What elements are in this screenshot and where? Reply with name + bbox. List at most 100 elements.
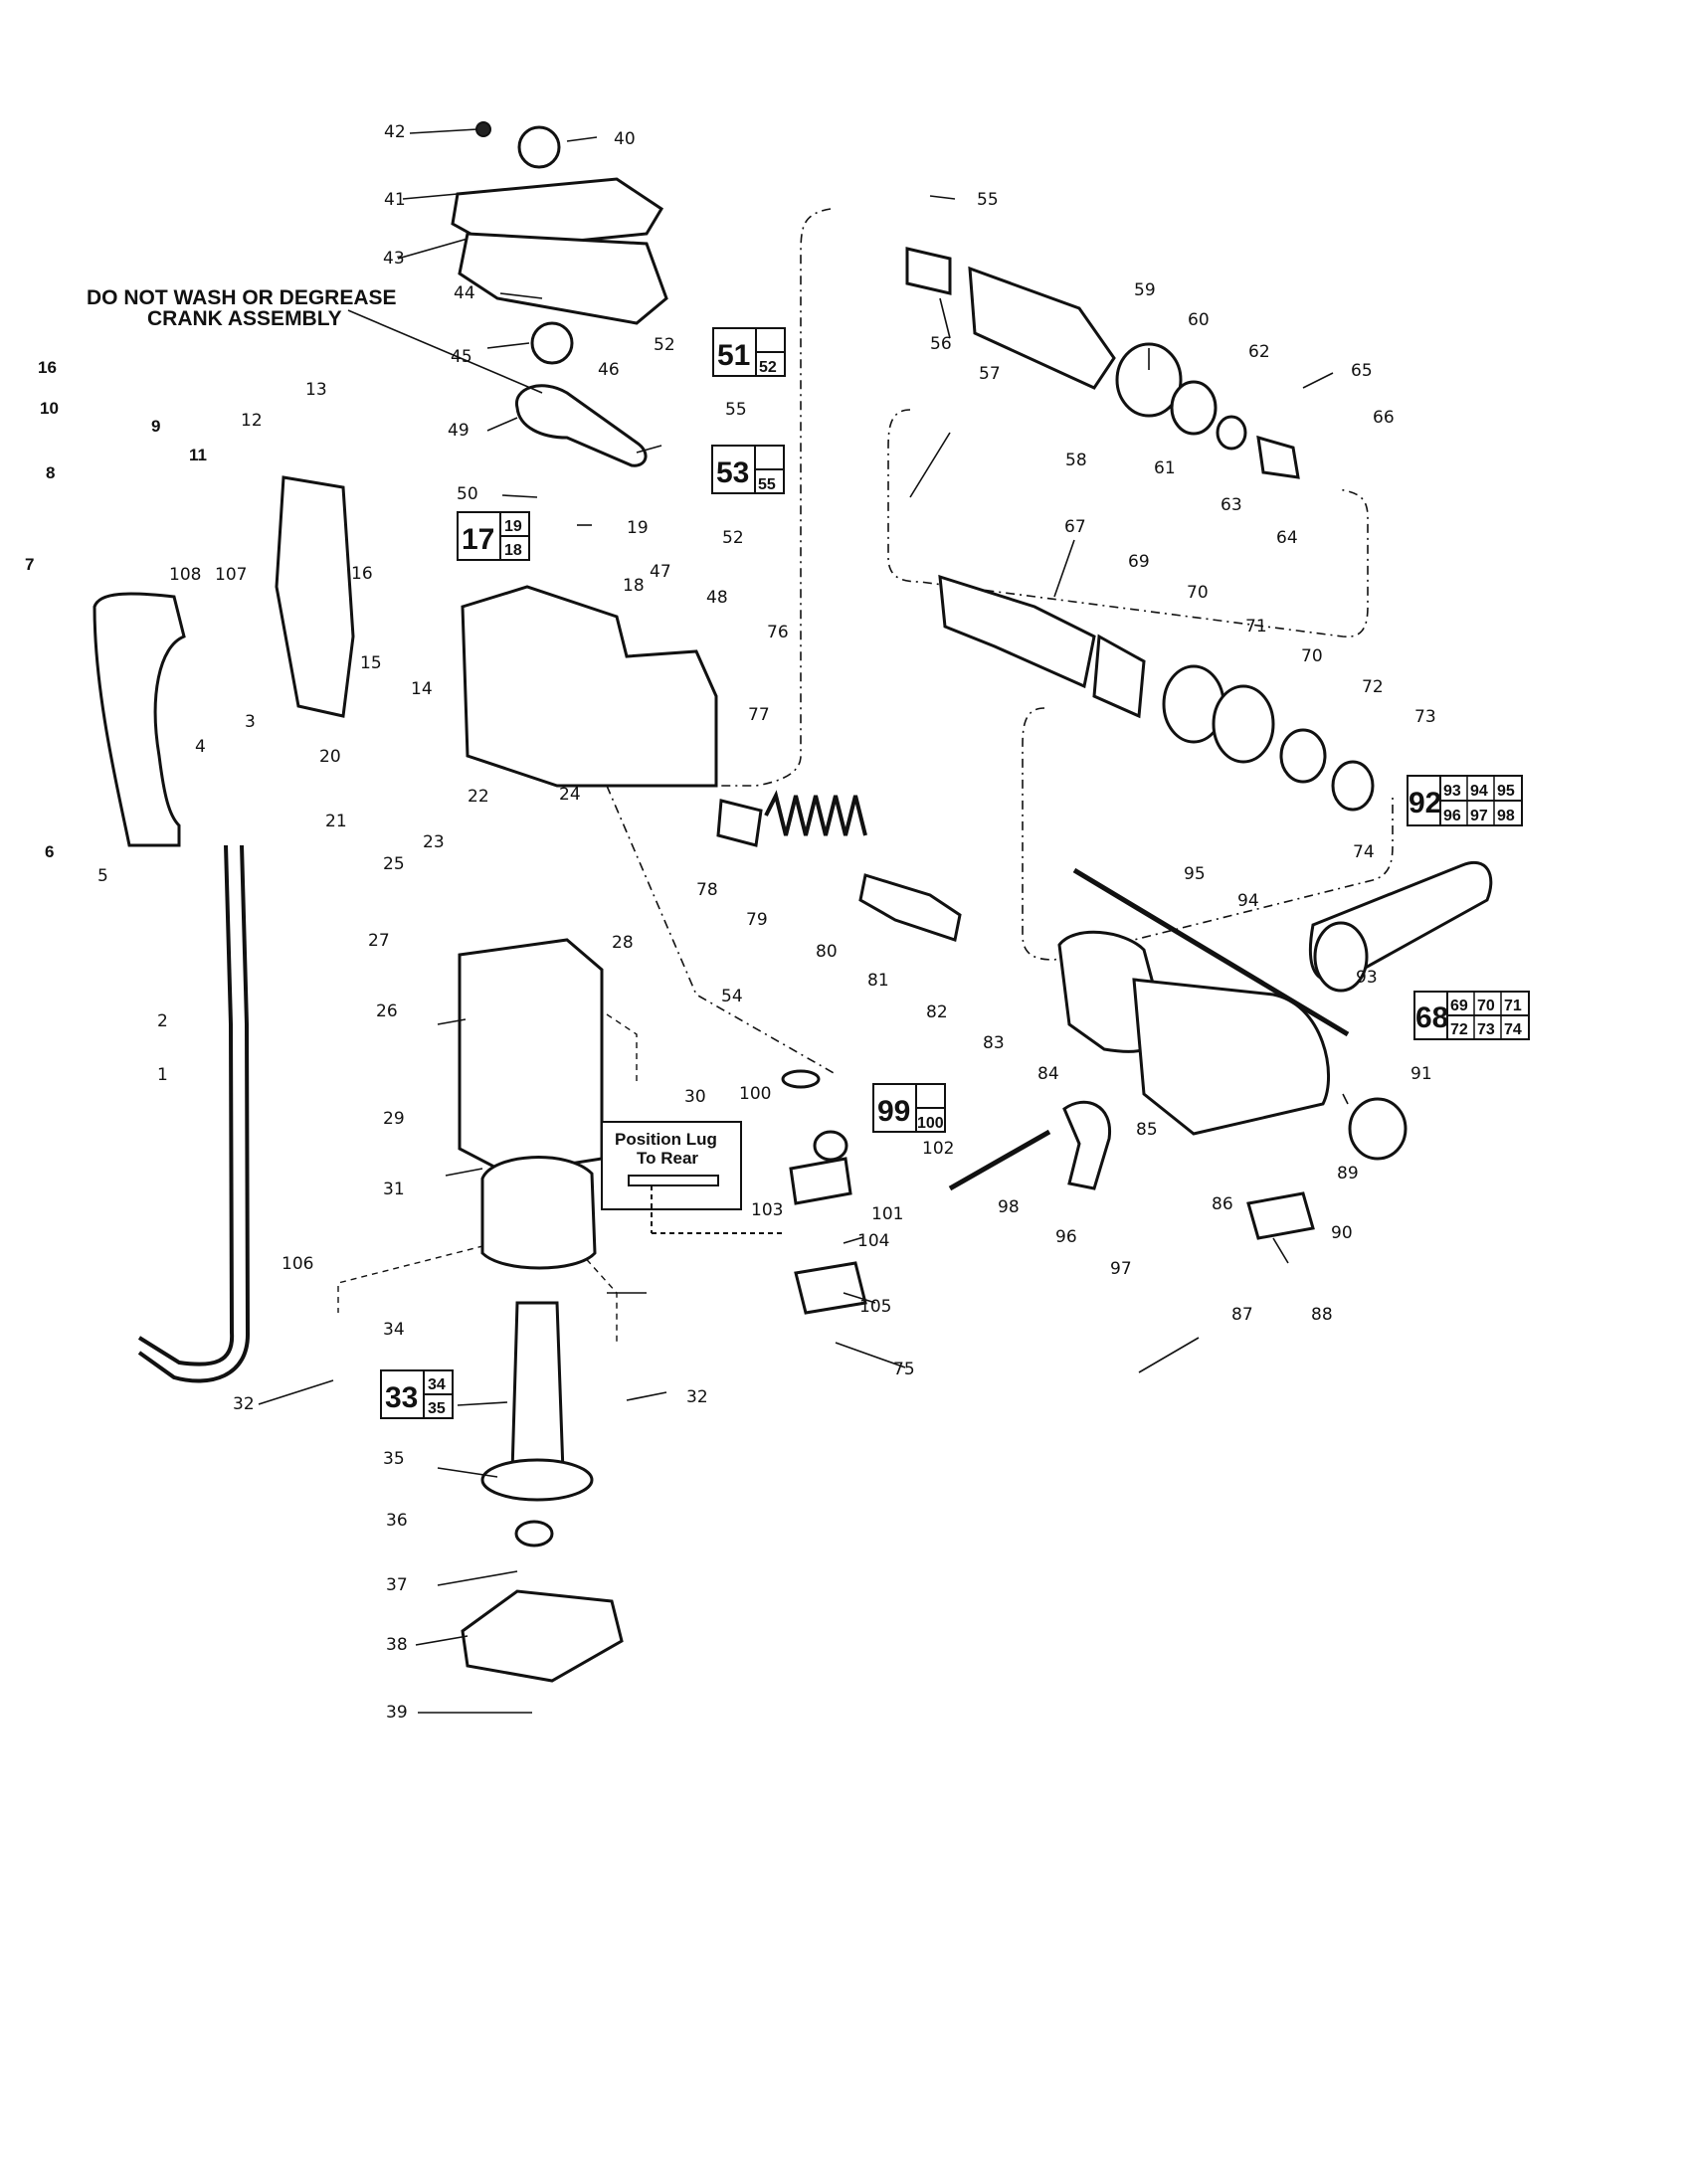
callout-82: 82	[926, 1002, 948, 1022]
top-cover	[451, 177, 664, 251]
callout-10: 10	[40, 399, 59, 418]
callout-104: 104	[857, 1231, 889, 1251]
callout-90: 90	[1331, 1223, 1353, 1243]
callout-107: 107	[215, 565, 247, 585]
gear-shaft	[938, 574, 1096, 689]
kit-68-sub-71: 71	[1504, 998, 1522, 1014]
callout-75: 75	[893, 1360, 915, 1379]
position-lug-line-1: Position Lug	[615, 1130, 717, 1149]
callout-94: 94	[1237, 891, 1259, 911]
depth-rod	[1072, 867, 1350, 1037]
callout-95: 95	[1184, 864, 1206, 884]
kit-92-sub-95: 95	[1497, 783, 1515, 800]
power-cord	[137, 844, 235, 1366]
callout-101: 101	[871, 1204, 903, 1224]
callout-93: 93	[1356, 968, 1378, 988]
callout-44: 44	[454, 283, 475, 303]
switch-bracket	[789, 1157, 852, 1205]
kit-51-sub: 52	[759, 359, 777, 376]
callout-57: 57	[979, 364, 1001, 384]
callout-1: 1	[157, 1065, 168, 1085]
callout-18: 18	[623, 576, 645, 596]
callout-7: 7	[25, 555, 34, 574]
callout-84: 84	[1037, 1064, 1059, 1084]
callout-24: 24	[559, 785, 581, 805]
kit-68: 68 69 70 71 72 73 74	[1413, 991, 1530, 1040]
callout-76: 76	[767, 623, 789, 642]
kit-92-main: 92	[1409, 787, 1441, 819]
callout-16a: 16	[38, 358, 57, 377]
callout-58: 58	[1065, 451, 1087, 470]
power-cord-2	[137, 844, 251, 1383]
kit-68-sub-73: 73	[1477, 1021, 1495, 1038]
kit-33-sub-1: 34	[428, 1376, 446, 1393]
callout-89: 89	[1337, 1164, 1359, 1183]
position-lug-line-2: To Rear	[637, 1149, 698, 1168]
clamp-96	[1062, 1100, 1111, 1190]
callout-labels: 1 2 3 4 5 6 7 8 9 10 11 12 13 14 15 16 1…	[25, 122, 1436, 1723]
callout-19: 19	[627, 518, 649, 538]
kit-33-main: 33	[385, 1381, 418, 1414]
kit-17-sub-2: 18	[504, 542, 522, 559]
kit-68-sub-70: 70	[1477, 998, 1495, 1014]
kit-99-sub: 100	[917, 1115, 944, 1132]
callout-83: 83	[983, 1033, 1005, 1053]
callout-63: 63	[1221, 495, 1242, 515]
callout-55a: 55	[977, 190, 999, 210]
callout-38: 38	[386, 1635, 408, 1655]
kit-51: 51 52	[712, 327, 786, 377]
upper-assembly-outline	[637, 208, 832, 787]
barrel-sleeve	[905, 247, 952, 295]
callout-23: 23	[423, 832, 445, 852]
gear-assembly-outline	[887, 409, 1369, 637]
bolt-98	[948, 1129, 1051, 1191]
striker-64	[1256, 435, 1300, 479]
callout-50: 50	[457, 484, 478, 504]
callout-45: 45	[451, 347, 472, 367]
callout-91: 91	[1410, 1064, 1432, 1084]
kit-33-sub-2: 35	[428, 1400, 446, 1417]
callout-96: 96	[1055, 1227, 1077, 1247]
oil-cap	[517, 125, 561, 169]
kit-92-sub-97: 97	[1470, 808, 1488, 824]
callout-64: 64	[1276, 528, 1298, 548]
callout-74: 74	[1353, 842, 1375, 862]
callout-15: 15	[360, 653, 382, 673]
callout-35: 35	[383, 1449, 405, 1469]
callout-100: 100	[739, 1084, 771, 1104]
callout-14: 14	[411, 679, 433, 699]
callout-22: 22	[468, 787, 489, 807]
end-plate	[461, 1589, 624, 1683]
knob-100	[813, 1130, 848, 1162]
callout-87: 87	[1231, 1305, 1253, 1325]
callout-6: 6	[45, 842, 54, 861]
ring-74	[1331, 760, 1375, 812]
kit-53-main: 53	[716, 456, 749, 489]
callout-42: 42	[384, 122, 406, 142]
kit-17: 17 19 18	[457, 511, 530, 561]
washer-63	[1216, 415, 1247, 451]
handle-half	[275, 475, 355, 718]
callout-65: 65	[1351, 361, 1373, 381]
callout-9: 9	[151, 417, 160, 436]
needle-bearing-69	[1092, 634, 1146, 719]
callout-77: 77	[748, 705, 770, 725]
callout-78: 78	[696, 880, 718, 900]
callout-56: 56	[930, 334, 952, 354]
position-lug-box: Position Lug To Rear	[601, 1121, 786, 1234]
callout-106: 106	[282, 1254, 313, 1274]
kit-92: 92 93 94 95 96 97 98	[1407, 775, 1523, 826]
callout-103: 103	[751, 1200, 783, 1220]
callout-30: 30	[684, 1087, 706, 1107]
kit-51-main: 51	[717, 339, 750, 372]
callout-31: 31	[383, 1180, 405, 1199]
leader-lines	[258, 128, 1349, 1714]
spindle-80	[858, 873, 962, 942]
callout-5: 5	[97, 866, 108, 886]
housing-link-outline	[606, 1013, 638, 1084]
callout-70b: 70	[1301, 646, 1323, 666]
callout-25: 25	[383, 854, 405, 874]
o-ring-70b	[1212, 684, 1275, 764]
callout-11: 11	[189, 446, 207, 464]
